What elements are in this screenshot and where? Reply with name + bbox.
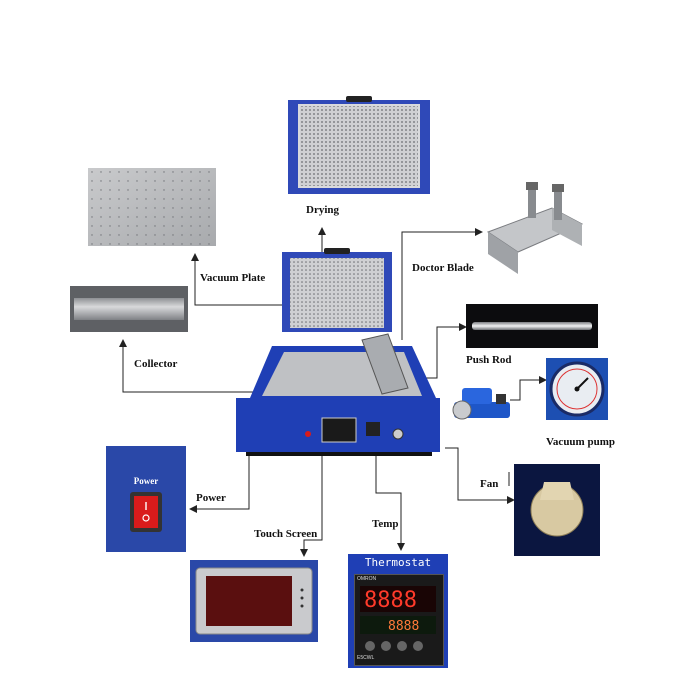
vacuum-gauge-photo xyxy=(546,358,608,420)
label-push-rod: Push Rod xyxy=(466,354,512,366)
touch-screen-photo xyxy=(190,560,318,642)
label-vacuum-pump: Vacuum pump xyxy=(546,436,615,448)
svg-text:8888: 8888 xyxy=(364,588,417,613)
connector-fan xyxy=(445,447,515,504)
label-fan: Fan xyxy=(480,478,499,490)
label-power: Power xyxy=(196,492,226,504)
connector-temp xyxy=(375,452,405,551)
thermostat-title: Thermostat xyxy=(364,556,432,569)
connector-vacuum-pump xyxy=(510,376,547,401)
power-panel-text: Power xyxy=(133,476,159,486)
power-switch-photo: Power xyxy=(106,446,186,552)
vacuum-plate-photo xyxy=(88,168,216,246)
vacuum-pump-photo xyxy=(450,380,512,426)
thermostat-brand: OMRON xyxy=(357,576,377,582)
label-temp: Temp xyxy=(372,518,399,530)
connector-touch-screen xyxy=(300,452,323,557)
label-touch-screen: Touch Screen xyxy=(254,528,318,540)
label-drying: Drying xyxy=(306,204,339,216)
connector-vacuum-plate xyxy=(191,253,300,306)
connector-collector xyxy=(119,339,268,393)
thermostat-photo: Thermostat OMRON 8888 8888 E5CWL xyxy=(348,554,448,668)
label-collector: Collector xyxy=(134,358,178,370)
coater-machine-photo xyxy=(232,248,442,456)
label-vacuum-plate: Vacuum Plate xyxy=(200,272,266,284)
fan-knob-photo xyxy=(514,464,600,556)
connector-push-rod xyxy=(420,323,467,379)
connector-power xyxy=(189,455,250,513)
doctor-blade-photo xyxy=(482,180,590,276)
connector-doctor-blade xyxy=(401,228,483,340)
svg-text:8888: 8888 xyxy=(388,619,419,634)
drying-cover-photo xyxy=(288,96,430,194)
label-doctor-blade: Doctor Blade xyxy=(412,262,474,274)
collector-photo xyxy=(70,286,188,332)
thermostat-model: E5CWL xyxy=(357,655,375,661)
push-rod-photo xyxy=(466,304,598,348)
